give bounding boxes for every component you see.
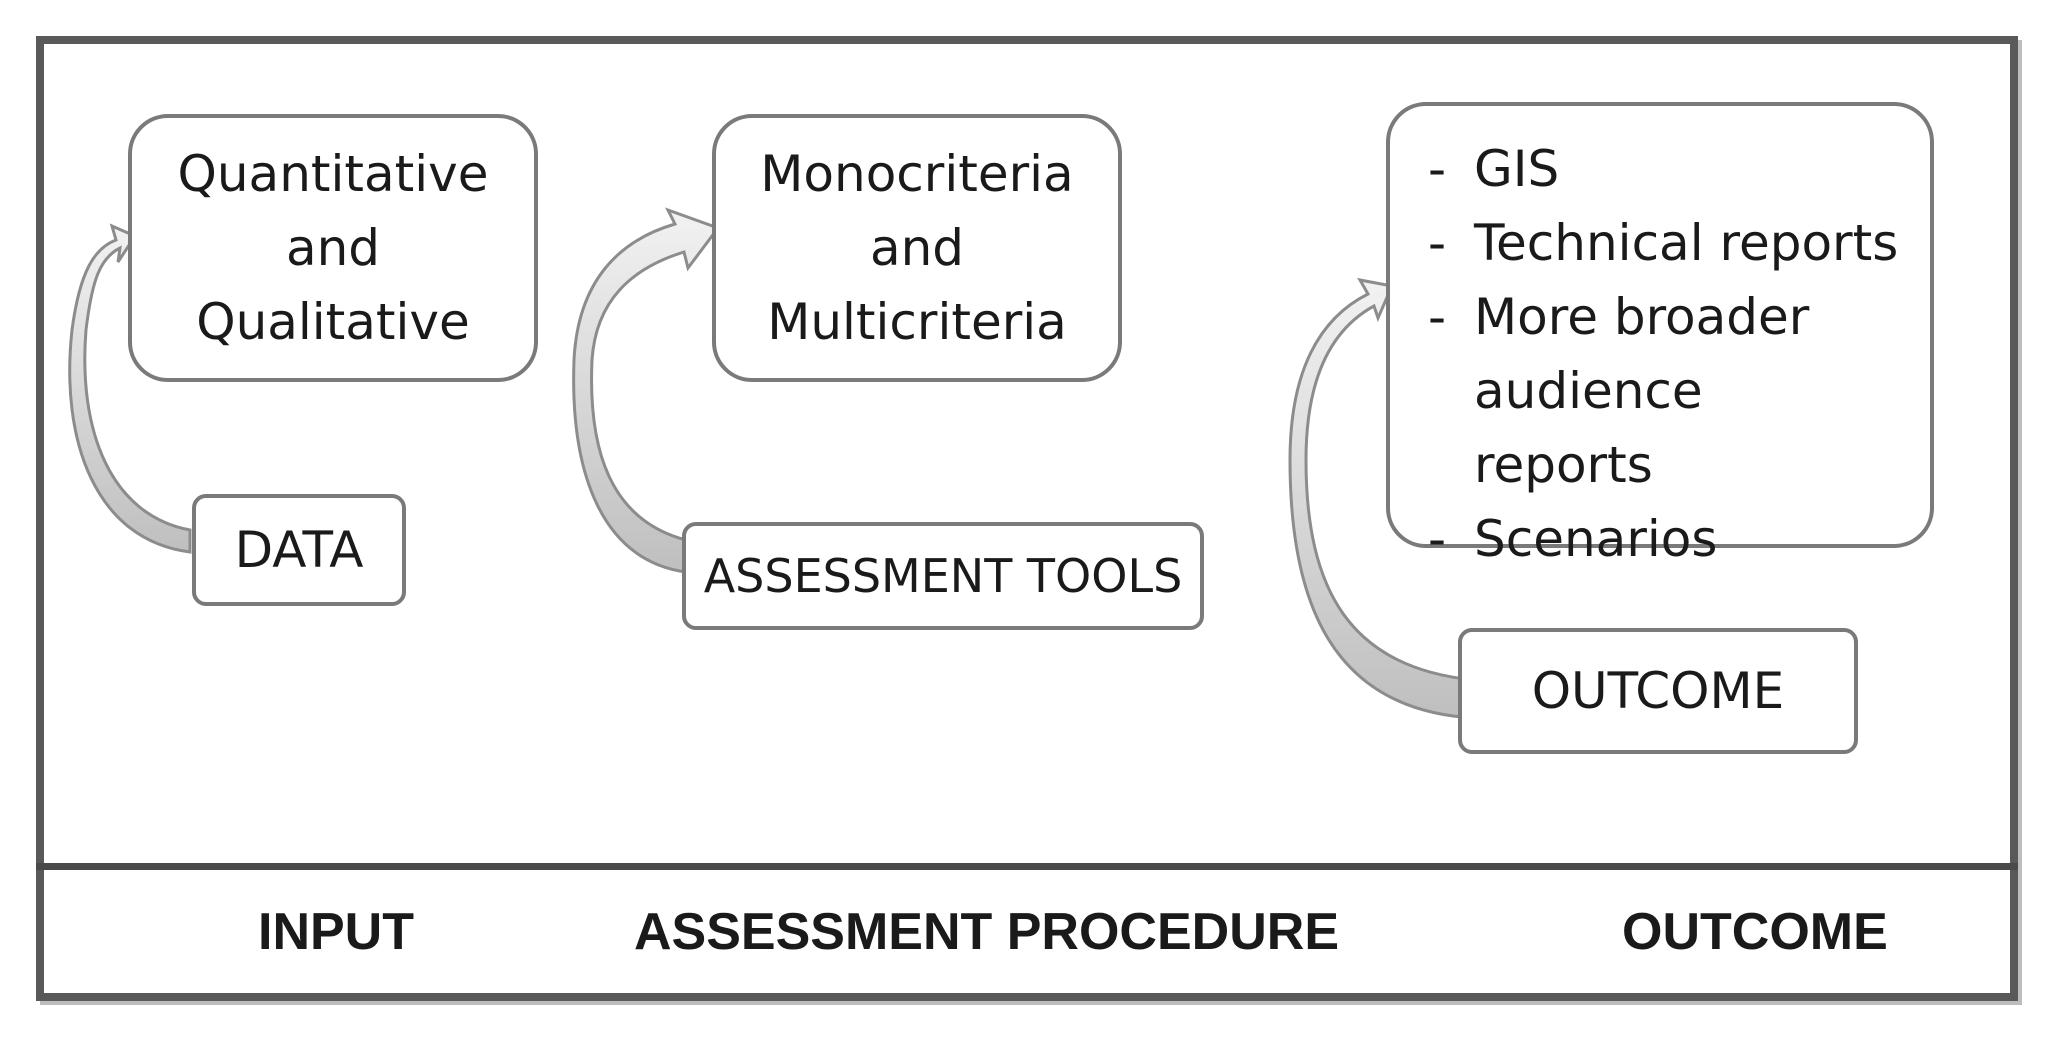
outcome-item-gis: GIS [1428,132,1898,206]
input-tag-label: DATA [234,521,364,579]
arrow-data-to-detail [68,223,192,554]
outcome-item-broader-reports: More broader audience reports [1428,280,1894,502]
outcome-list-box: GIS Technical reports More broader audie… [1386,102,1934,576]
outcome-list: GIS Technical reports More broader audie… [1428,132,1898,576]
arrow-outcome-to-list [1288,277,1476,720]
procedure-detail-line-1: Monocriteria [760,145,1074,203]
procedure-detail-line-2: and [869,219,965,277]
input-detail-line-1: Quantitative [177,145,489,203]
input-detail-line-3: Qualitative [196,293,470,351]
footer-label-input: INPUT [258,903,414,961]
footer-label-outcome: OUTCOME [1622,903,1888,961]
footer-divider [36,863,2018,870]
footer-label-procedure: ASSESSMENT PROCEDURE [634,903,1339,961]
procedure-tag-label: ASSESSMENT TOOLS [703,549,1183,603]
procedure-tag-box: ASSESSMENT TOOLS [682,522,1204,630]
outcome-item-technical-reports: Technical reports [1428,206,1898,280]
outcome-tag-box: OUTCOME [1458,628,1858,754]
arrow-tools-to-detail [572,207,721,574]
outcome-item-scenarios: Scenarios [1428,502,1898,576]
input-detail-line-2: and [285,219,381,277]
outcome-tag-label: OUTCOME [1531,662,1785,720]
procedure-detail-box: Monocriteria and Multicriteria [712,114,1122,382]
input-tag-box: DATA [192,494,406,606]
input-detail-box: Quantitative and Qualitative [128,114,538,382]
procedure-detail-line-3: Multicriteria [767,293,1067,351]
